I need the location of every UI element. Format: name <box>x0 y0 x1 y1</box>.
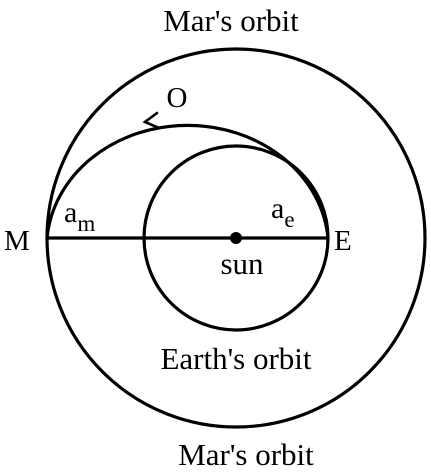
transfer-orbit-arc <box>45 123 330 239</box>
a-m-subscript: m <box>77 211 95 236</box>
sun-dot <box>230 232 242 244</box>
point-m-label: M <box>4 225 30 257</box>
mars-orbit-label-top: Mar's orbit <box>163 3 299 38</box>
a-m-label: am <box>64 196 95 236</box>
point-e-label: E <box>334 225 352 257</box>
a-e-base: a <box>271 192 284 225</box>
point-o-label: O <box>167 82 188 114</box>
direction-arrow <box>142 111 161 130</box>
a-e-subscript: e <box>284 207 294 232</box>
a-m-base: a <box>64 196 77 229</box>
earth-orbit-label: Earth's orbit <box>160 341 311 376</box>
mars-orbit-label-bottom: Mar's orbit <box>178 437 314 472</box>
a-e-label: ae <box>271 192 295 232</box>
sun-label: sun <box>220 246 264 281</box>
